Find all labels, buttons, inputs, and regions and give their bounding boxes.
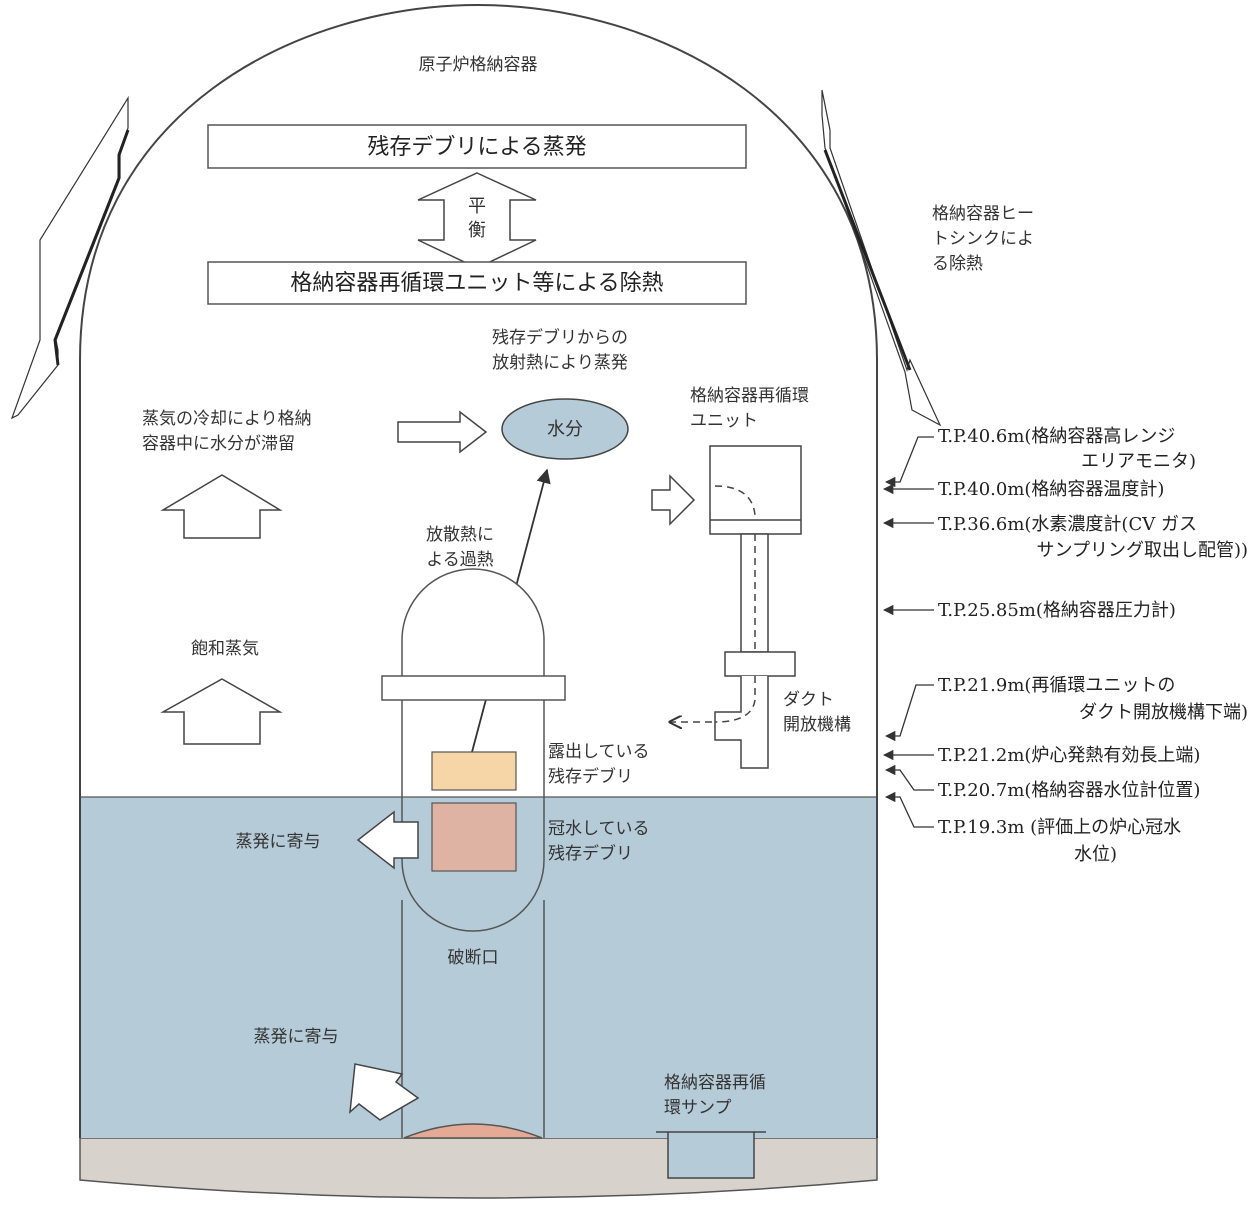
evap-arrow-upper-icon [356,810,419,870]
level-label-3b: サンプリング取出し配管)) [1036,540,1248,561]
duct-label-1: ダクト [783,690,834,710]
sump-label-1: 格納容器再循 [664,1073,766,1093]
level-label-4: T.P.25.85m(格納容器圧力計) [938,600,1176,621]
exposed-debris [431,751,517,791]
containment-vessel [79,3,878,1138]
bottom-debris [403,1123,543,1139]
rcu-inlet-arrow-icon [651,474,696,526]
submerged-label-1: 冠水している [548,819,650,839]
exposed-label-1: 露出している [548,742,650,762]
level-label-2: T.P.40.0m(格納容器温度計) [938,479,1164,500]
evap-label-2: 蒸発に寄与 [254,1027,339,1047]
level-label-8b: 水位) [1074,844,1117,865]
break-label: 破断口 [448,948,499,968]
dissipation-label-2: よる過熱 [426,550,494,570]
rcu-label-2: ユニット [690,411,758,431]
evaporation-box-text: 残存デブリによる蒸発 [367,135,586,160]
level-label-1b: エリアモニタ) [1081,451,1196,472]
submerged-label-2: 残存デブリ [548,843,633,864]
reactor-vessel [381,568,566,932]
heatsink-label-2: トシンクによ [932,229,1034,249]
cooling-label-1: 蒸気の冷却により格納 [142,409,312,429]
level-label-8a: T.P.19.3m (評価上の炉心冠水 [938,817,1181,838]
level-label-7: T.P.20.7m(格納容器水位計位置) [938,780,1200,801]
submerged-debris [431,802,517,872]
level-label-5b: ダクト開放機構下端) [1079,702,1248,723]
evap-arrow-lower-icon [349,1063,420,1121]
heat-removal-box-text: 格納容器再循環ユニット等による除熱 [290,271,663,296]
saturated-label: 飽和蒸気 [191,639,259,659]
level-label-5a: T.P.21.9m(再循環ユニットの [938,675,1175,696]
level-label-1a: T.P.40.6m(格納容器高レンジ [938,426,1175,447]
sump-label-2: 環サンプ [664,1098,732,1118]
level-arrow-8 [884,791,934,828]
radiant-label-2: 放射熱により蒸発 [492,353,628,373]
level-label-3a: T.P.36.6m(水素濃度計(CV ガス [938,514,1197,535]
floor-slab [79,1137,878,1199]
duct-label-2: 開放機構 [783,715,851,735]
dissipation-label-1: 放散熱に [426,525,494,545]
balance-label-1: 平 [468,196,486,217]
to-moisture-arrow-icon [397,410,488,454]
level-arrow-1 [884,436,934,488]
heatsink-label-1: 格納容器ヒー [932,204,1034,224]
radiant-label-1: 残存デブリからの [492,327,628,348]
exposed-label-2: 残存デブリ [548,766,633,787]
rising-vapor-arrow-icon [160,474,283,539]
saturated-vapor-arrow-icon [160,678,283,745]
recirculation-unit [709,445,802,769]
level-arrow-7 [884,764,934,791]
heat-removal-box [207,261,747,305]
moisture-label: 水分 [547,419,583,440]
containment-label: 原子炉格納容器 [419,55,538,75]
moisture-ellipse [501,398,629,460]
recirculation-sump [667,1131,755,1179]
heat-sink-left-icon [10,95,130,420]
level-arrow-5 [884,684,934,742]
cooling-label-2: 容器中に水分が滞留 [142,434,295,454]
heat-sink-right-icon [821,89,942,427]
rcu-label-1: 格納容器再循環 [690,386,809,406]
balance-label-2: 衡 [468,220,486,241]
heatsink-label-3: る除熱 [932,254,983,274]
level-label-6: T.P.21.2m(炉心発熱有効長上端) [938,745,1200,766]
evap-label-1: 蒸発に寄与 [236,832,321,852]
evaporation-box [207,124,747,169]
